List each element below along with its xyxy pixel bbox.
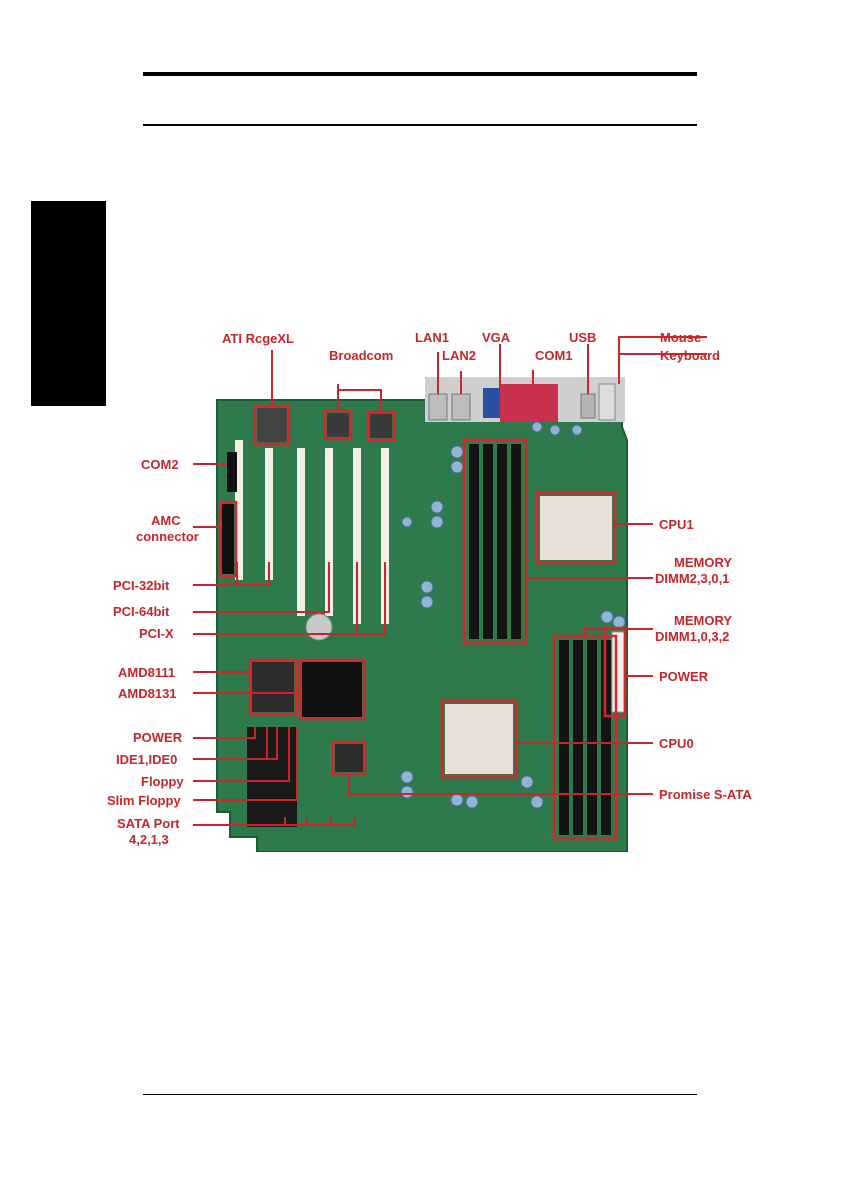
amc-connector	[222, 504, 234, 574]
label-com1: COM1	[535, 348, 573, 363]
label-usb: USB	[569, 330, 596, 345]
label-memory1-line2: DIMM2,3,0,1	[655, 571, 729, 586]
lan1-port	[429, 394, 447, 420]
com2-header	[227, 452, 237, 492]
chapter-side-tab	[31, 201, 106, 406]
com1-port	[500, 384, 558, 422]
label-memory1-line1: MEMORY	[674, 555, 732, 570]
label-ide: IDE1,IDE0	[116, 752, 177, 767]
usb-port	[581, 394, 595, 418]
cpu0-socket	[445, 704, 513, 774]
label-memory2-line1: MEMORY	[674, 613, 732, 628]
label-pci64: PCI-64bit	[113, 604, 170, 619]
amd8111-chip	[252, 662, 294, 712]
battery	[306, 614, 332, 640]
label-cpu0: CPU0	[659, 736, 694, 751]
label-sata-line2: 4,2,1,3	[129, 832, 169, 847]
label-lan1: LAN1	[415, 330, 449, 345]
label-broadcom: Broadcom	[329, 348, 393, 363]
label-memory2-line2: DIMM1,0,3,2	[655, 629, 729, 644]
label-amd8131: AMD8131	[118, 686, 177, 701]
label-floppy: Floppy	[141, 774, 184, 789]
lan2-port	[452, 394, 470, 420]
label-sata-line1: SATA Port	[117, 816, 180, 831]
promise-chip	[335, 744, 363, 772]
label-amd8111: AMD8111	[118, 665, 175, 680]
label-pci32: PCI-32bit	[113, 578, 170, 593]
label-cpu1: CPU1	[659, 517, 694, 532]
broadcom-chip-b	[370, 414, 392, 438]
label-slim-floppy: Slim Floppy	[107, 793, 181, 808]
amd8131-heatsink	[302, 662, 362, 717]
label-vga: VGA	[482, 330, 511, 345]
ps2-port	[599, 384, 615, 420]
bottom-rule	[143, 1094, 697, 1095]
label-promise: Promise S-ATA	[659, 787, 752, 802]
label-mouse: Mouse	[660, 330, 701, 345]
label-power-right: POWER	[659, 669, 709, 684]
top-rule-thin	[143, 124, 697, 126]
top-rule-thick	[143, 72, 697, 76]
label-amc-line1: AMC	[151, 513, 181, 528]
ati-chip	[257, 408, 287, 442]
broadcom-chip-a	[327, 413, 349, 437]
motherboard-diagram: ATI RcgeXL Broadcom LAN1 LAN2 VGA COM1 U…	[107, 322, 767, 852]
label-keyboard: Keyboard	[660, 348, 720, 363]
atx-power-connector	[612, 632, 624, 712]
label-amc-line2: connector	[136, 529, 199, 544]
label-com2: COM2	[141, 457, 179, 472]
cpu1-socket	[540, 496, 612, 560]
label-power-left: POWER	[133, 730, 183, 745]
label-ati: ATI RcgeXL	[222, 331, 294, 346]
label-lan2: LAN2	[442, 348, 476, 363]
label-pcix: PCI-X	[139, 626, 174, 641]
